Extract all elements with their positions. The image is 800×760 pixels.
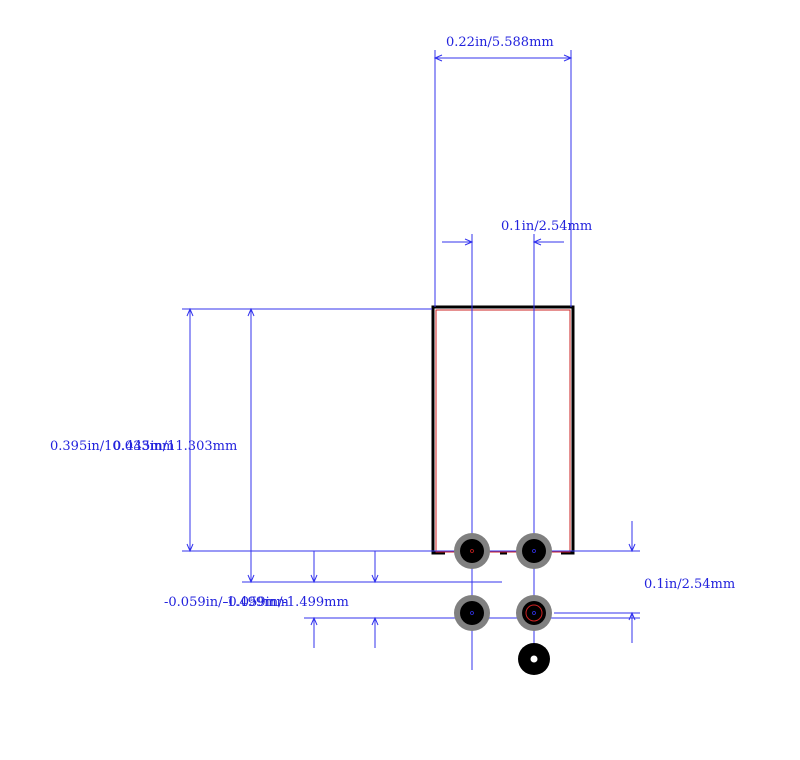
pad-2 bbox=[516, 533, 552, 569]
height-label-a: 0.395in/10.033mm bbox=[50, 439, 174, 454]
bottom-offset-label-a: -0.059in/-1.499mm bbox=[164, 595, 289, 610]
pitch-top-dimension: 0.1in/2.54mm bbox=[442, 219, 592, 670]
pad-4 bbox=[516, 595, 552, 631]
bottom-offset-label-b: -0.059in/-1.499mm bbox=[224, 595, 349, 610]
height-dimension: 0.395in/10.033mm 0.445in/11.303mm bbox=[50, 307, 640, 584]
component-outline bbox=[431, 305, 575, 555]
bottom-offset-dimension: -0.059in/-1.499mm -0.059in/-1.499mm bbox=[164, 551, 640, 648]
top-width-label: 0.22in/5.588mm bbox=[446, 35, 554, 50]
pad-3 bbox=[454, 595, 490, 631]
top-width-dimension: 0.22in/5.588mm bbox=[433, 35, 573, 307]
pitch-top-label: 0.1in/2.54mm bbox=[501, 219, 592, 234]
pin1-marker bbox=[518, 643, 550, 675]
pitch-right-label: 0.1in/2.54mm bbox=[644, 577, 735, 592]
pitch-right-dimension: 0.1in/2.54mm bbox=[554, 521, 735, 643]
height-label-b: 0.445in/11.303mm bbox=[113, 439, 237, 454]
courtyard-outline bbox=[435, 309, 571, 553]
pad-1 bbox=[454, 533, 490, 569]
